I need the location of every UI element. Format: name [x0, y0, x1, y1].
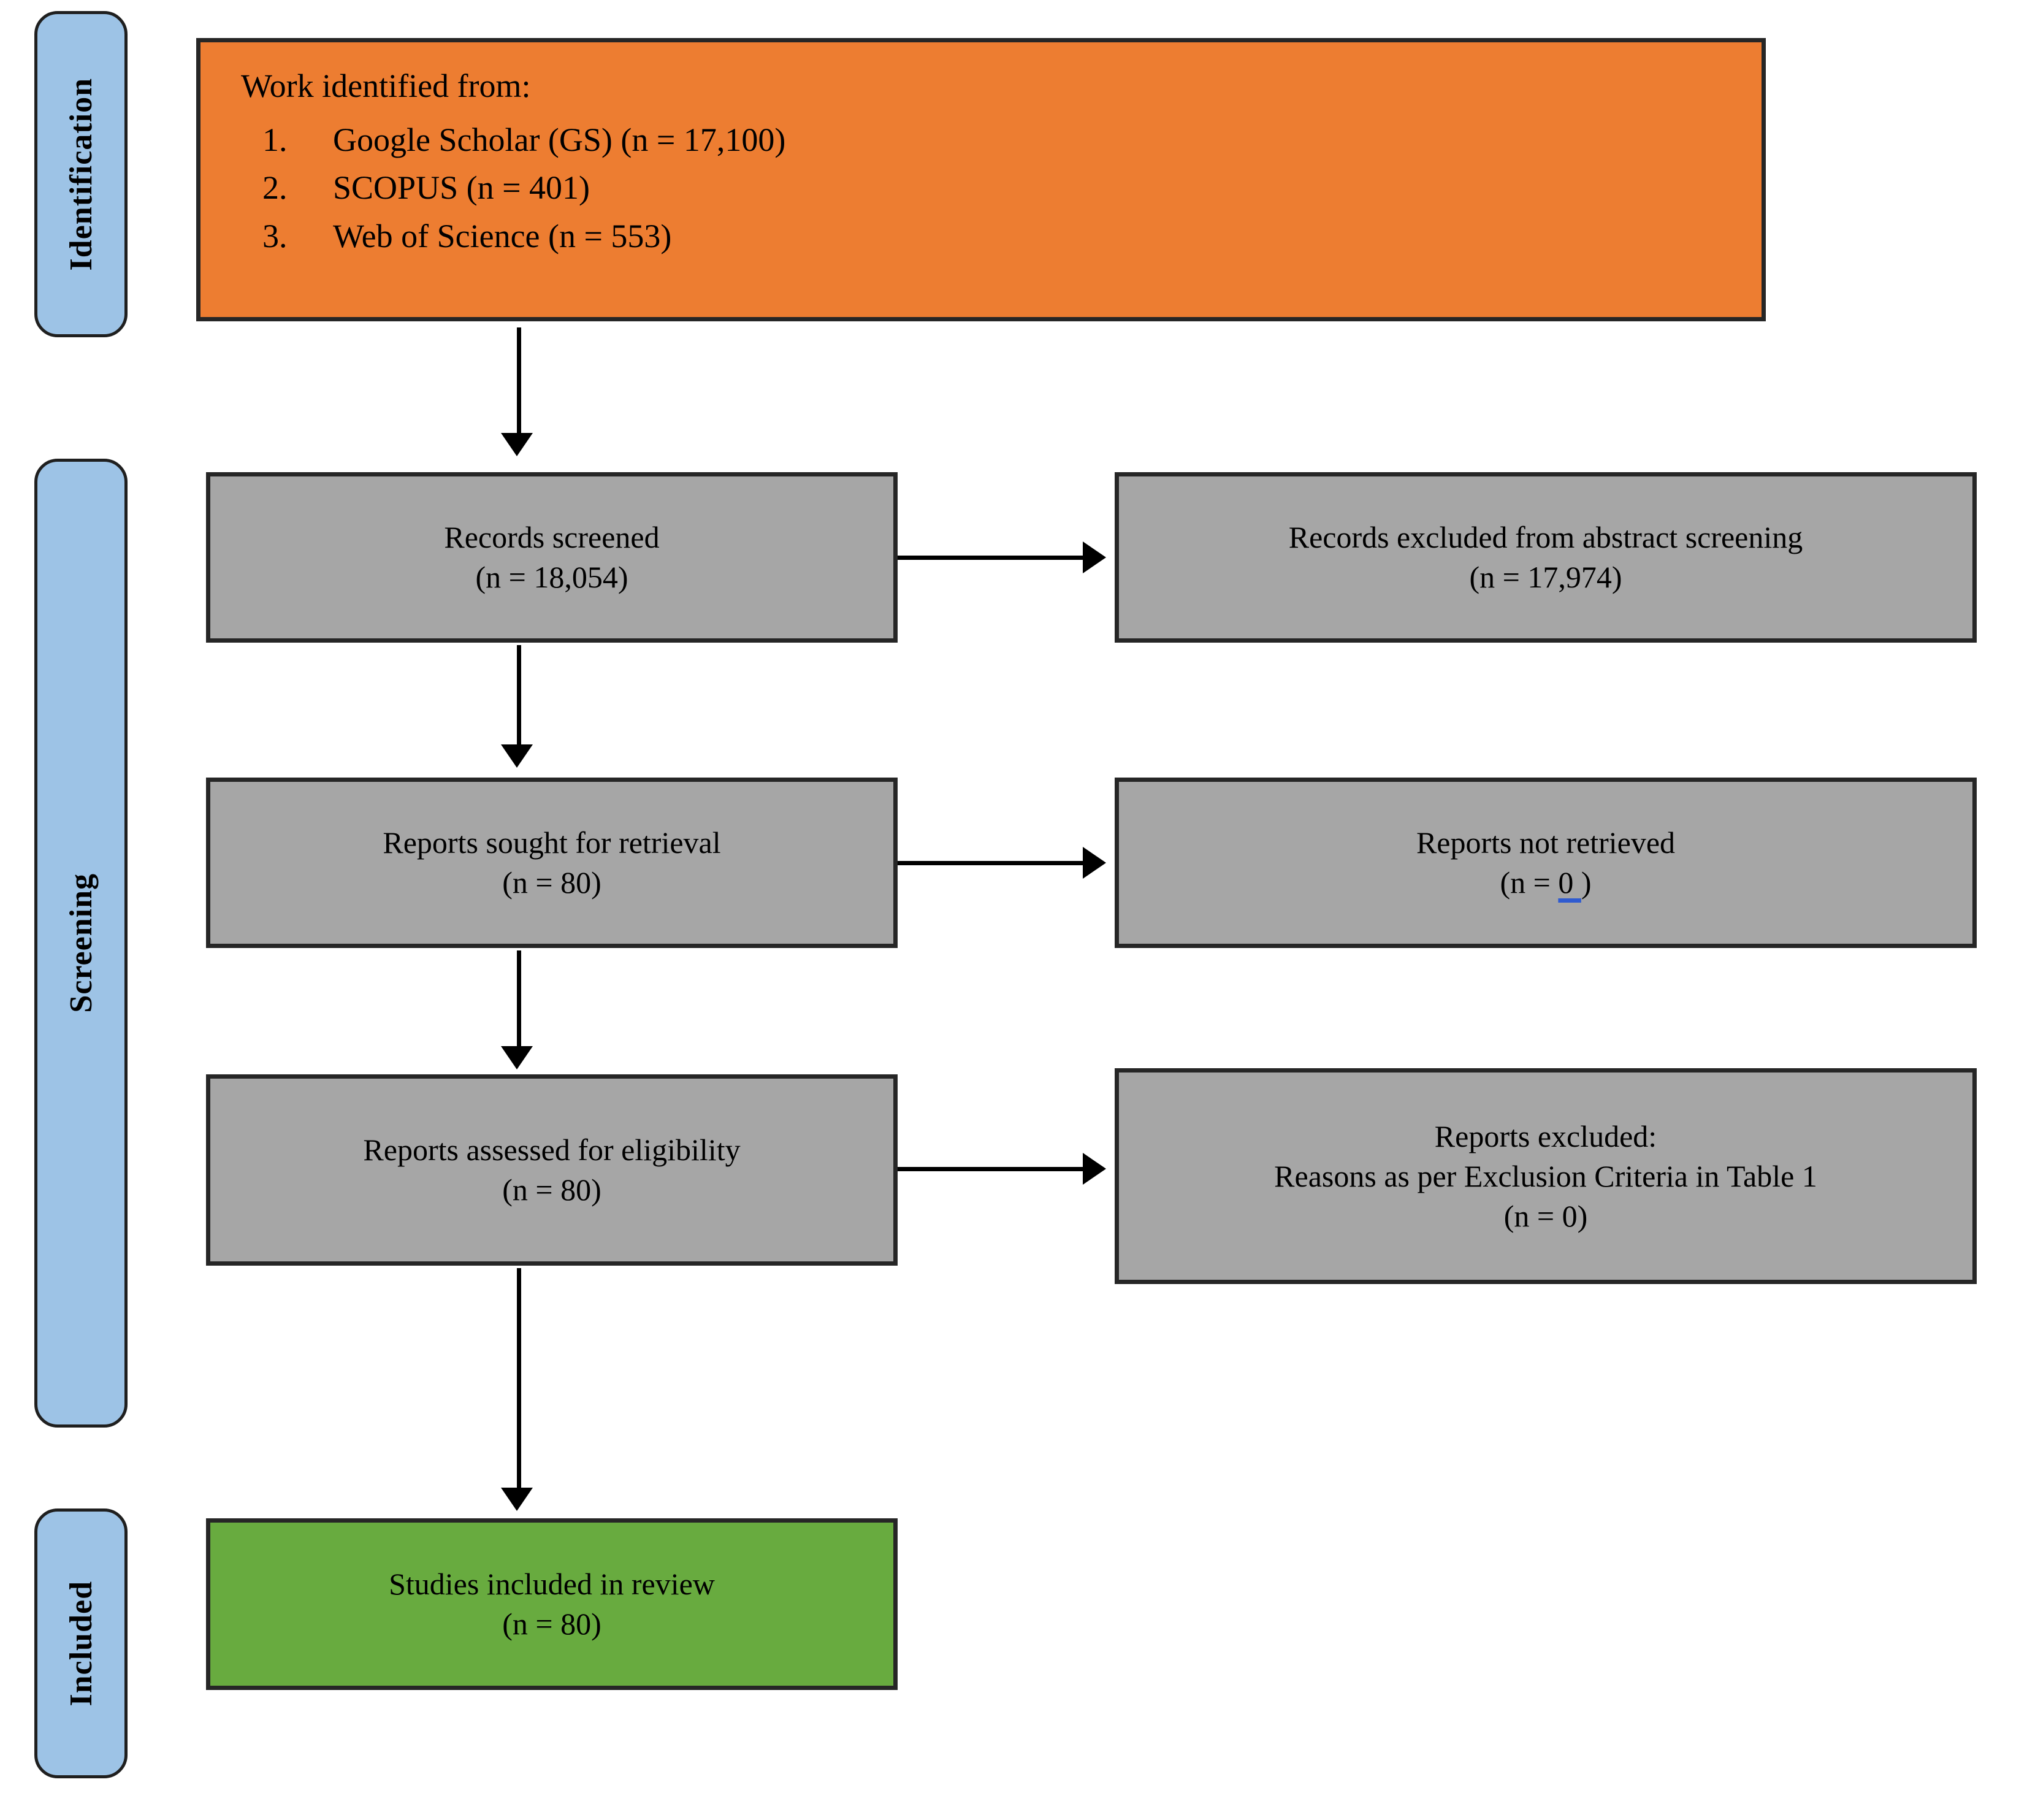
node-reports-sought: Reports sought for retrieval (n = 80) [206, 778, 898, 948]
node-records-excluded-abstract-label: Records excluded from abstract screening [1288, 520, 1803, 554]
connector-assessed-to-included [517, 1268, 521, 1490]
connector-screened-to-sought [517, 645, 521, 747]
node-work-identified: Work identified from: Google Scholar (GS… [196, 38, 1766, 321]
phase-label-identification: Identification [34, 11, 128, 337]
node-records-screened-label: Records screened [444, 520, 660, 554]
node-reports-excluded: Reports excluded: Reasons as per Exclusi… [1115, 1068, 1977, 1284]
node-reports-not-retrieved-count: (n = 0 ) [1500, 863, 1591, 903]
arrowhead-down-icon [501, 744, 533, 768]
list-item: SCOPUS (n = 401) [262, 164, 590, 212]
count-prefix: (n = [1500, 865, 1559, 900]
phase-label-included: Included [34, 1508, 128, 1778]
arrowhead-down-icon [501, 1488, 533, 1511]
node-records-screened-count: (n = 18,054) [475, 560, 628, 594]
node-records-screened: Records screened (n = 18,054) [206, 472, 898, 643]
node-records-excluded-abstract: Records excluded from abstract screening… [1115, 472, 1977, 643]
arrowhead-down-icon [501, 433, 533, 456]
node-reports-assessed-label: Reports assessed for eligibility [363, 1133, 741, 1167]
arrowhead-right-icon [1083, 541, 1106, 573]
node-reports-not-retrieved: Reports not retrieved (n = 0 ) [1115, 778, 1977, 948]
connector-sought-to-assessed [517, 950, 521, 1049]
node-reports-sought-count: (n = 80) [502, 865, 601, 900]
node-reports-assessed: Reports assessed for eligibility (n = 80… [206, 1074, 898, 1266]
connector-sought-to-not-retrieved [898, 861, 1085, 865]
node-work-identified-headline: Work identified from: [241, 67, 531, 104]
list-item: Google Scholar (GS) (n = 17,100) [262, 116, 786, 164]
node-studies-included-count: (n = 80) [502, 1607, 601, 1641]
node-records-excluded-abstract-count: (n = 17,974) [1469, 560, 1622, 594]
list-item: Web of Science (n = 553) [262, 212, 672, 261]
node-reports-assessed-count: (n = 80) [502, 1172, 601, 1207]
arrowhead-down-icon [501, 1046, 533, 1069]
phase-label-identification-text: Identification [63, 77, 99, 271]
arrowhead-right-icon [1083, 847, 1106, 879]
phase-label-included-text: Included [63, 1580, 99, 1707]
connector-assessed-to-excluded [898, 1167, 1085, 1171]
identification-source-list: Google Scholar (GS) (n = 17,100) SCOPUS … [241, 116, 785, 260]
node-reports-not-retrieved-label: Reports not retrieved [1416, 825, 1676, 860]
node-reports-excluded-label: Reports excluded: [1434, 1118, 1657, 1153]
node-reports-sought-label: Reports sought for retrieval [383, 825, 721, 860]
node-reports-excluded-reasons: Reasons as per Exclusion Criteria in Tab… [1274, 1158, 1817, 1193]
phase-label-screening: Screening [34, 459, 128, 1428]
connector-screened-to-excluded-abstract [898, 556, 1085, 560]
node-reports-excluded-count: (n = 0) [1503, 1198, 1588, 1233]
node-studies-included: Studies included in review (n = 80) [206, 1518, 898, 1690]
count-suffix: ) [1581, 865, 1592, 900]
connector-identified-to-screened [517, 327, 521, 435]
count-zero-underlined: 0 [1558, 865, 1581, 900]
arrowhead-right-icon [1083, 1153, 1106, 1185]
phase-label-screening-text: Screening [63, 873, 99, 1013]
node-studies-included-label: Studies included in review [389, 1567, 715, 1601]
